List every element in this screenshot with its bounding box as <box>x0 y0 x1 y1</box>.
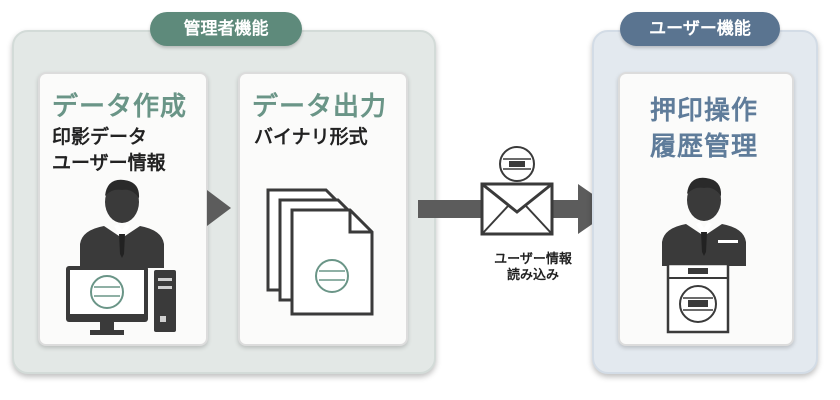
computer-icon <box>66 266 176 335</box>
card-subtitle: ユーザー情報 <box>52 152 166 174</box>
card-subtitle: 印影データ <box>52 126 148 148</box>
stamp-icon <box>499 146 535 182</box>
person-icon <box>662 177 746 266</box>
stamp-form-icon <box>666 262 730 334</box>
documents-icon <box>266 188 374 316</box>
card-title: 押印操作 <box>650 96 759 126</box>
card-subtitle: バイナリ形式 <box>254 126 368 148</box>
transfer-label-line: 読み込み <box>506 268 559 283</box>
transfer-label-line: ユーザー情報 <box>494 252 572 267</box>
transfer-label: ユーザー情報 読み込み <box>478 252 588 284</box>
card-title: データ作成 <box>52 92 188 122</box>
card-title: 履歴管理 <box>650 132 759 162</box>
envelope-icon <box>480 182 554 236</box>
arrow-icon <box>207 190 231 226</box>
card-title: データ出力 <box>252 92 388 122</box>
person-icon <box>80 179 164 268</box>
user-header: ユーザー機能 <box>620 12 780 46</box>
admin-header: 管理者機能 <box>150 12 302 46</box>
